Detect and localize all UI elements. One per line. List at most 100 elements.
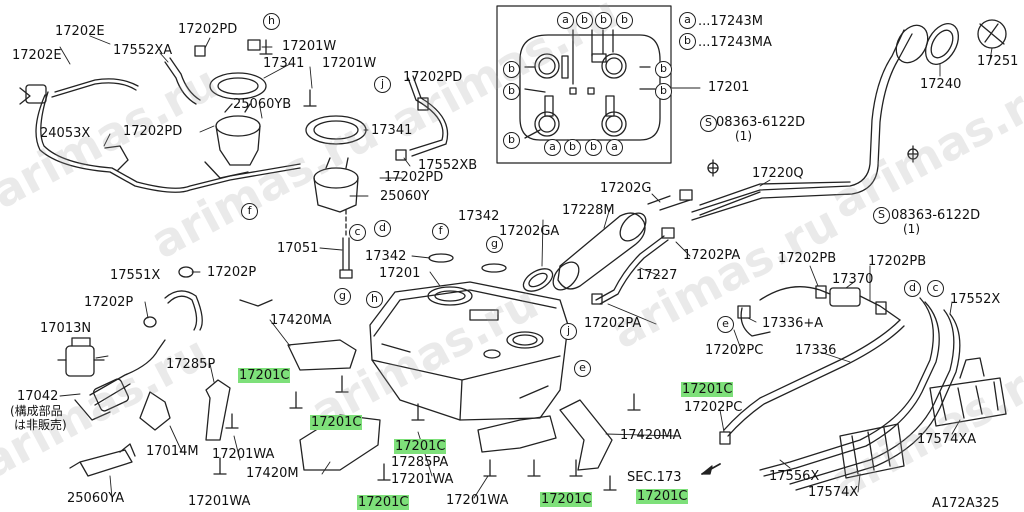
- callout-s: S: [873, 207, 890, 224]
- part-label: 17201W: [282, 39, 337, 54]
- part-label: 17556X: [769, 469, 820, 484]
- part-label: 17336: [795, 343, 837, 358]
- callout-h: h: [263, 13, 280, 30]
- callout-b: b: [503, 61, 520, 78]
- callout-b: b: [576, 12, 593, 29]
- part-label: 17201WA: [188, 494, 251, 509]
- part-label: 17420M: [246, 466, 299, 481]
- part-label: 25060YA: [67, 491, 125, 506]
- section-reference[interactable]: SEC.173: [627, 470, 682, 485]
- clip-17574xa: [929, 377, 1007, 427]
- callout-c: c: [349, 224, 366, 241]
- part-label: 17552XA: [113, 43, 173, 58]
- line-17336: [723, 319, 901, 431]
- callout-f: f: [432, 223, 449, 240]
- callout-b: b: [655, 61, 672, 78]
- part-label: 17042: [17, 389, 59, 404]
- part-label: 17201WA: [212, 447, 275, 462]
- part-label: 17202PA: [683, 248, 741, 263]
- part-label: 17420MA: [270, 313, 332, 328]
- part-label: 17341: [263, 56, 305, 71]
- highlighted-part-label[interactable]: 17201C: [394, 439, 447, 454]
- part-label: 17574XA: [917, 432, 977, 447]
- filter-17370: [829, 287, 861, 307]
- part-label: 17336+A: [762, 316, 824, 331]
- callout-d: d: [374, 220, 391, 237]
- part-label: 25060YB: [233, 97, 292, 112]
- callout-b: b: [679, 33, 696, 50]
- part-qty: (1): [903, 222, 920, 236]
- callout-g: g: [486, 236, 503, 253]
- callout-b: b: [564, 139, 581, 156]
- highlighted-part-label[interactable]: 17201C: [357, 495, 410, 510]
- part-note: は非販売): [14, 418, 67, 432]
- callout-s: S: [700, 115, 717, 132]
- part-label: 17202PD: [384, 170, 444, 185]
- callout-b: b: [503, 83, 520, 100]
- part-label: 17285PA: [391, 455, 449, 470]
- part-label: 17201WA: [391, 472, 454, 487]
- hose-17552xb: [407, 77, 444, 151]
- hose-17552xa: [164, 61, 197, 105]
- part-label: 17342: [365, 249, 407, 264]
- part-label: 24053X: [40, 126, 91, 141]
- highlighted-part-label[interactable]: 17201C: [310, 415, 363, 430]
- part-label: 17202PD: [178, 22, 238, 37]
- hose-17227: [595, 235, 665, 301]
- part-label: 17202PB: [778, 251, 837, 266]
- part-label: 17202GA: [499, 224, 560, 239]
- highlighted-part-label[interactable]: 17201C: [636, 489, 689, 504]
- part-label: 17228M: [562, 203, 615, 218]
- part-label: 08363-6122D: [891, 208, 981, 223]
- part-label: 17201: [708, 80, 750, 95]
- bracket-17285p: [205, 379, 231, 441]
- part-label: 17251: [977, 54, 1019, 69]
- part-label: 17202PD: [123, 124, 183, 139]
- callout-c: c: [927, 280, 944, 297]
- callout-b: b: [616, 12, 633, 29]
- part-label: 17240: [920, 77, 962, 92]
- callout-b: b: [503, 132, 520, 149]
- bolts: [213, 39, 641, 491]
- legend-label: ...17243M: [698, 14, 763, 29]
- part-label: 17574X: [808, 485, 859, 500]
- clip-17574x: [839, 423, 905, 479]
- filler-neck-17240: [895, 24, 929, 64]
- bracket-17285pa: [477, 415, 557, 453]
- callout-h: h: [366, 291, 383, 308]
- part-qty: (1): [735, 129, 752, 143]
- callout-d: d: [904, 280, 921, 297]
- highlighted-part-label[interactable]: 17201C: [238, 368, 291, 383]
- part-label: 17014M: [146, 444, 199, 459]
- callout-e: e: [717, 316, 734, 333]
- part-label: 17201WA: [446, 493, 509, 508]
- leader-lines: [59, 35, 993, 499]
- gasket-17341-mid: [305, 115, 367, 145]
- part-label: 17202PD: [403, 70, 463, 85]
- part-label: 17552X: [950, 292, 1001, 307]
- highlighted-part-label[interactable]: 17201C: [681, 382, 734, 397]
- part-label: 17220Q: [752, 166, 804, 181]
- part-label: 17341: [371, 123, 413, 138]
- part-note: (構成部品: [10, 404, 63, 418]
- fuel-tank-17201: [369, 281, 569, 421]
- part-label: 17013N: [40, 321, 92, 336]
- part-label: 17202PC: [684, 400, 743, 415]
- callout-a: a: [606, 139, 623, 156]
- part-label: 17202PB: [868, 254, 927, 269]
- part-label: 17202PA: [584, 316, 642, 331]
- part-label: 17202P: [84, 295, 134, 310]
- part-label: 17420MA: [620, 428, 682, 443]
- part-label: 17051: [277, 241, 319, 256]
- ring-17342-lower: [481, 263, 507, 273]
- part-label: 08363-6122D: [716, 115, 806, 130]
- callout-f: f: [241, 203, 258, 220]
- callout-j: j: [374, 76, 391, 93]
- part-label: 17201W: [322, 56, 377, 71]
- callout-a: a: [679, 12, 696, 29]
- highlighted-part-label[interactable]: 17201C: [540, 492, 593, 507]
- callout-a: a: [544, 139, 561, 156]
- callout-b: b: [595, 12, 612, 29]
